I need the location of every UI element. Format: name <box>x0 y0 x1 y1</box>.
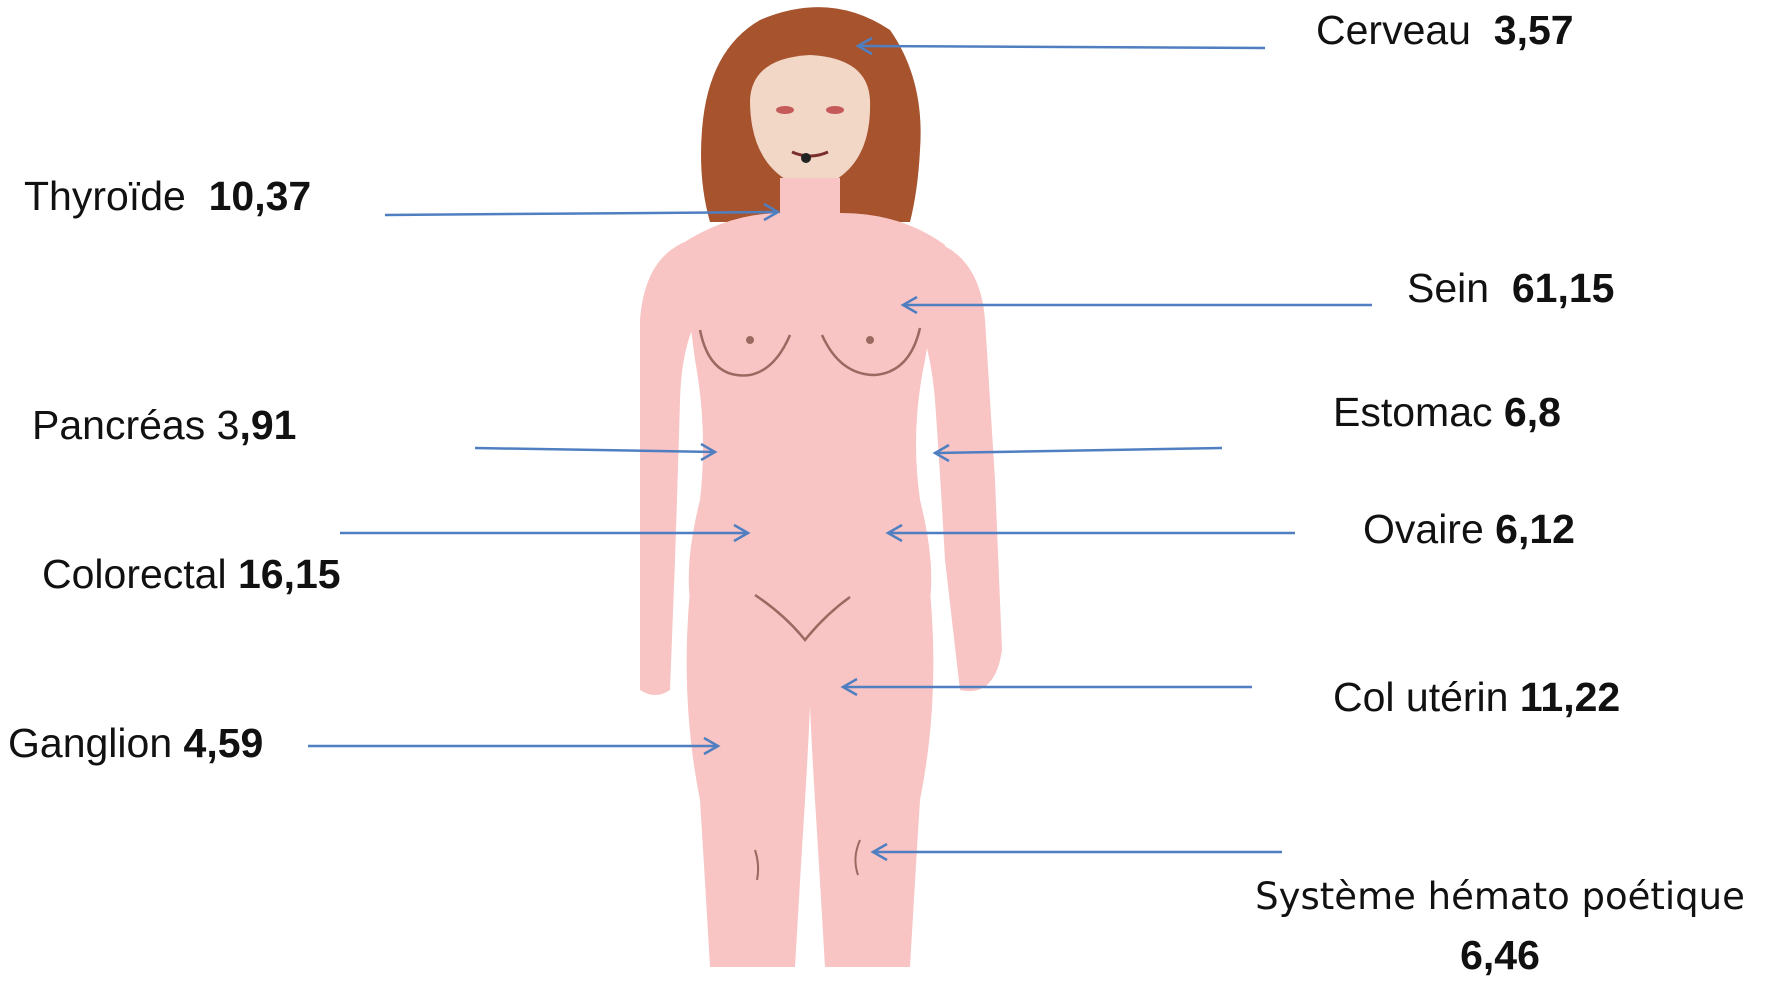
label-colorectal-value: 16,15 <box>238 551 341 597</box>
left-eye-icon <box>776 106 794 114</box>
label-col-uterin-name: Col utérin <box>1333 674 1508 720</box>
label-ganglion-value: 4,59 <box>184 720 264 766</box>
label-thyroide-name: Thyroïde <box>24 173 186 219</box>
label-estomac-value: 6,8 <box>1504 389 1561 435</box>
label-pancreas: Pancréas 3,91 <box>32 405 296 446</box>
label-ovaire: Ovaire 6,12 <box>1363 509 1575 550</box>
label-col-uterin-value: 11,22 <box>1520 674 1620 720</box>
label-systeme-value: 6,46 <box>1240 926 1760 984</box>
label-ganglion-name: Ganglion <box>8 720 172 766</box>
label-sein-value: 61,15 <box>1512 265 1615 311</box>
label-pancreas-value-prefix: 3 <box>217 402 240 448</box>
right-eye-icon <box>826 106 844 114</box>
label-systeme-name: Système hémato poétique <box>1255 875 1745 918</box>
label-estomac: Estomac 6,8 <box>1333 392 1561 433</box>
label-sein-name: Sein <box>1407 265 1489 311</box>
right-leg <box>808 590 933 967</box>
mouth-dot <box>801 153 811 163</box>
label-col-uterin: Col utérin 11,22 <box>1333 677 1620 718</box>
label-ovaire-value: 6,12 <box>1495 506 1575 552</box>
female-body-figure <box>600 0 1060 967</box>
nipple-right <box>866 336 874 344</box>
label-colorectal-name: Colorectal <box>42 551 227 597</box>
label-ovaire-name: Ovaire <box>1363 506 1484 552</box>
label-cerveau-value: 3,57 <box>1494 7 1574 53</box>
label-thyroide: Thyroïde 10,37 <box>24 176 311 217</box>
label-pancreas-name: Pancréas <box>32 402 205 448</box>
label-estomac-name: Estomac <box>1333 389 1493 435</box>
nipple-left <box>746 336 754 344</box>
label-sein: Sein 61,15 <box>1407 268 1614 309</box>
torso <box>680 213 945 600</box>
label-colorectal: Colorectal 16,15 <box>42 554 341 595</box>
left-leg <box>687 590 812 967</box>
label-cerveau: Cerveau 3,57 <box>1316 10 1574 51</box>
label-ganglion: Ganglion 4,59 <box>8 723 263 764</box>
label-cerveau-name: Cerveau <box>1316 7 1471 53</box>
label-pancreas-value: ,91 <box>239 402 296 448</box>
label-thyroide-value: 10,37 <box>209 173 312 219</box>
